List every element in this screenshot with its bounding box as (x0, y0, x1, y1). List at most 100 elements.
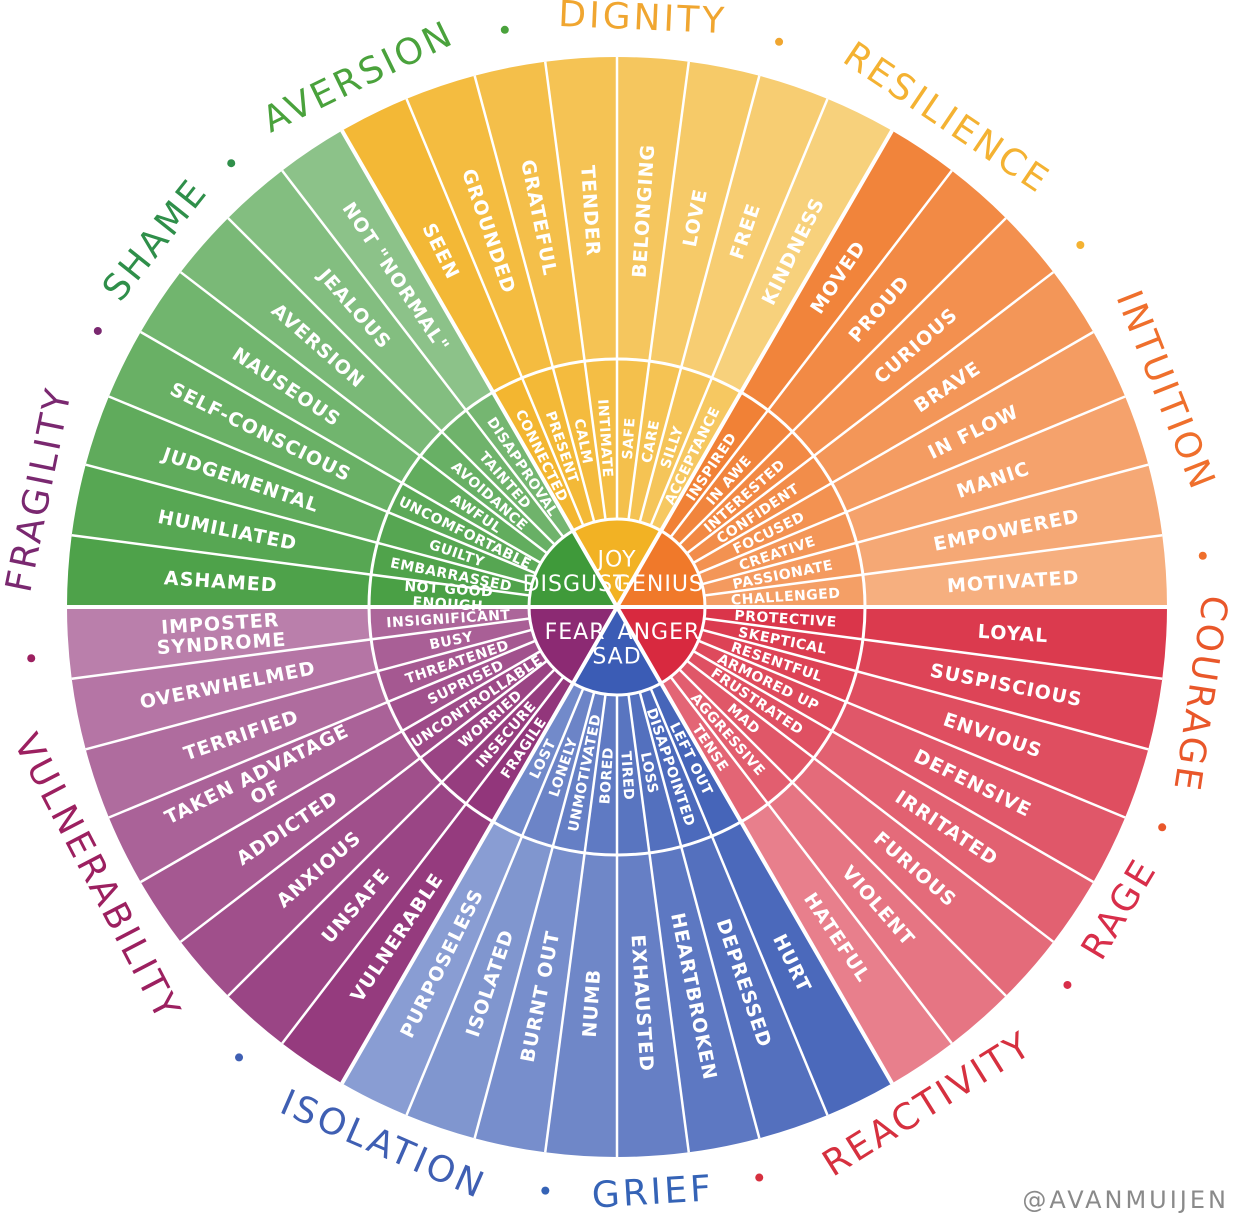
outer-wedge (85, 396, 388, 543)
inner-wedge (628, 692, 682, 853)
inner-wedge (686, 456, 832, 563)
core-label-anger: ANGER (618, 620, 701, 645)
outer-wedge (649, 846, 760, 1153)
outer-wedge (228, 170, 467, 432)
ring-word-courage: COURAGE (1165, 593, 1235, 796)
inner-wedge (639, 367, 712, 526)
divider-line (543, 61, 607, 520)
inner-label-intimate: INTIMATE (594, 399, 615, 478)
outer-wedge (711, 98, 892, 393)
wheel-divider-lines (67, 57, 1167, 1157)
divider-line (686, 659, 1055, 943)
ring-word-grief: GRIEF (591, 1168, 715, 1216)
inner-wedge (387, 640, 541, 731)
inner-wedge (702, 542, 863, 596)
inner-wedge (371, 618, 532, 672)
inner-wedge (679, 431, 814, 554)
inner-wedge (402, 456, 548, 563)
outer-wedge (813, 272, 1094, 483)
core-label-sad: SAD (592, 644, 641, 669)
outer-wedge (856, 464, 1163, 575)
outer-wedge (617, 852, 689, 1157)
inner-wedge (371, 542, 532, 596)
inner-wedge (402, 651, 548, 758)
inner-wedge (650, 377, 741, 531)
inner-wedge (617, 359, 650, 520)
outer-wedge (711, 821, 892, 1116)
inner-wedge (639, 688, 712, 847)
divider-line (704, 617, 1163, 681)
inner-wedge (704, 607, 865, 640)
divider-line (140, 649, 542, 884)
outer-wedge (71, 464, 378, 575)
outer-wedge (140, 272, 421, 483)
ring-separator-dot (1158, 823, 1167, 832)
divider-line (108, 395, 537, 575)
outer-wedge (474, 846, 585, 1153)
divider-line (669, 676, 953, 1045)
divider-line (473, 691, 596, 1139)
outer-wedge (767, 170, 1006, 432)
outer-wedge (282, 803, 493, 1084)
artist-credit: @AVANMUIJEN (1022, 1186, 1229, 1214)
outer-wedge (342, 821, 523, 1116)
core-label-fear: FEAR (545, 620, 606, 645)
divider-line (697, 639, 1126, 819)
divider-line (692, 330, 1094, 565)
inner-wedge (552, 692, 606, 853)
ring-separator-dot (235, 1053, 244, 1062)
inner-wedge (441, 410, 564, 545)
divider-line (405, 98, 585, 527)
inner-wedge (698, 512, 857, 585)
inner-wedge (617, 694, 650, 855)
divider-line (71, 533, 530, 597)
inner-wedge (466, 676, 573, 822)
inner-label-loss: LOSS (637, 751, 661, 795)
outer-wedge (792, 757, 1054, 996)
inner-wedge (686, 651, 832, 758)
inner-wedge (466, 392, 573, 538)
inner-wedge (693, 640, 847, 731)
divider-line (281, 169, 565, 538)
divider-line (649, 687, 829, 1116)
outer-wedge (180, 757, 442, 996)
ring-separator-dot (93, 326, 102, 335)
ring-separator-dot (1076, 240, 1085, 249)
inner-wedge (441, 669, 564, 804)
divider-line (615, 605, 894, 1085)
divider-line (543, 694, 607, 1153)
outer-wedge (140, 731, 421, 942)
divider-line (638, 75, 761, 523)
core-wedge-sad (573, 607, 661, 695)
outer-label-imposter-syndrome: IMPOSTERSYNDROME (155, 609, 287, 659)
outer-wedge (545, 57, 617, 362)
divider-line (649, 98, 829, 527)
divider-line (701, 463, 1149, 586)
inner-wedge (369, 607, 530, 640)
core-label-disgust: DISGUST (523, 572, 628, 597)
outer-label-numb: NUMB (579, 968, 605, 1038)
inner-wedge (522, 367, 595, 526)
ring-separator-dot (27, 654, 36, 663)
inner-wedge (522, 688, 595, 847)
inner-wedge (670, 410, 793, 545)
ring-separator-dot (227, 159, 236, 168)
ring-word-dignity: DIGNITY (558, 0, 728, 42)
inner-wedge (377, 629, 536, 702)
inner-wedge (650, 683, 741, 837)
divider-line (701, 628, 1149, 751)
divider-line (678, 668, 1007, 997)
ring-separator-dot (755, 1173, 764, 1182)
divider-line (85, 463, 533, 586)
outer-wedge (406, 75, 553, 378)
outer-wedge (741, 130, 952, 411)
inner-wedge (693, 483, 847, 574)
outer-wedge (792, 218, 1054, 457)
outer-wedge (862, 535, 1167, 607)
divider-line (627, 61, 691, 520)
outer-wedge (342, 98, 523, 393)
inner-label-tired: TIRED (617, 751, 636, 801)
divider-line (140, 330, 542, 565)
inner-wedge (661, 676, 768, 822)
